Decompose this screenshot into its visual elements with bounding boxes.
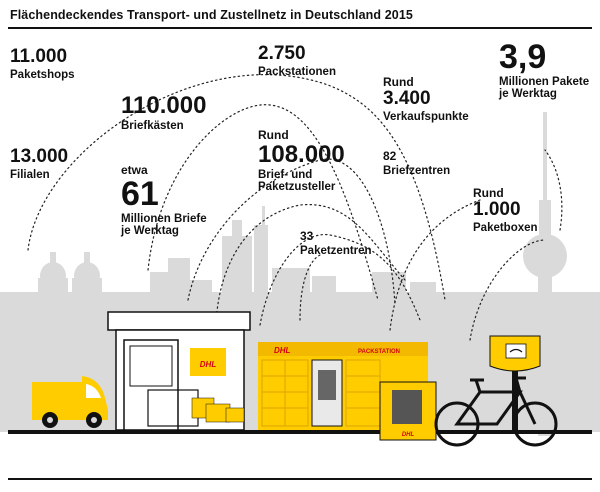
stat-filialen: 13.000 Filialen (10, 146, 69, 181)
top-rule (8, 27, 592, 29)
bicycle (434, 376, 558, 447)
stat-packstationen: 2.750 Packstationen (258, 43, 336, 78)
connection-arcs (27, 74, 563, 341)
stat-briefzentren: 82 Briefzentren (383, 149, 451, 177)
stat-paketshops: 11.000 Paketshops (10, 46, 75, 81)
delivery-van (32, 376, 108, 428)
svg-text:DHL: DHL (274, 346, 291, 355)
stat-briefkaesten: 110.000 Briefkästen (121, 92, 207, 133)
stat-briefe-werktag: etwa 61 Millionen Briefe je Werktag (121, 163, 207, 237)
stat-pakete-werktag: 3,9 Millionen Pakete je Werktag (499, 38, 590, 101)
stat-paketzentren: 33 Paketzentren (300, 229, 372, 257)
stat-zusteller: Rund 108.000 Brief- und Paketzusteller (258, 128, 345, 193)
svg-text:DHL: DHL (402, 432, 415, 438)
stat-paketboxen: Rund 1.000 Paketboxen (473, 186, 538, 234)
svg-text:PACKSTATION: PACKSTATION (358, 349, 400, 355)
post-office: DHL (107, 311, 251, 431)
parcel-box: DHL (379, 381, 437, 441)
svg-text:DHL: DHL (200, 360, 217, 369)
stat-verkaufspunkte: Rund 3.400 Verkaufspunkte (383, 75, 469, 123)
bottom-rule (8, 478, 592, 480)
ground-line (8, 430, 592, 434)
page-title: Flächendeckendes Transport- und Zustelln… (10, 8, 413, 22)
